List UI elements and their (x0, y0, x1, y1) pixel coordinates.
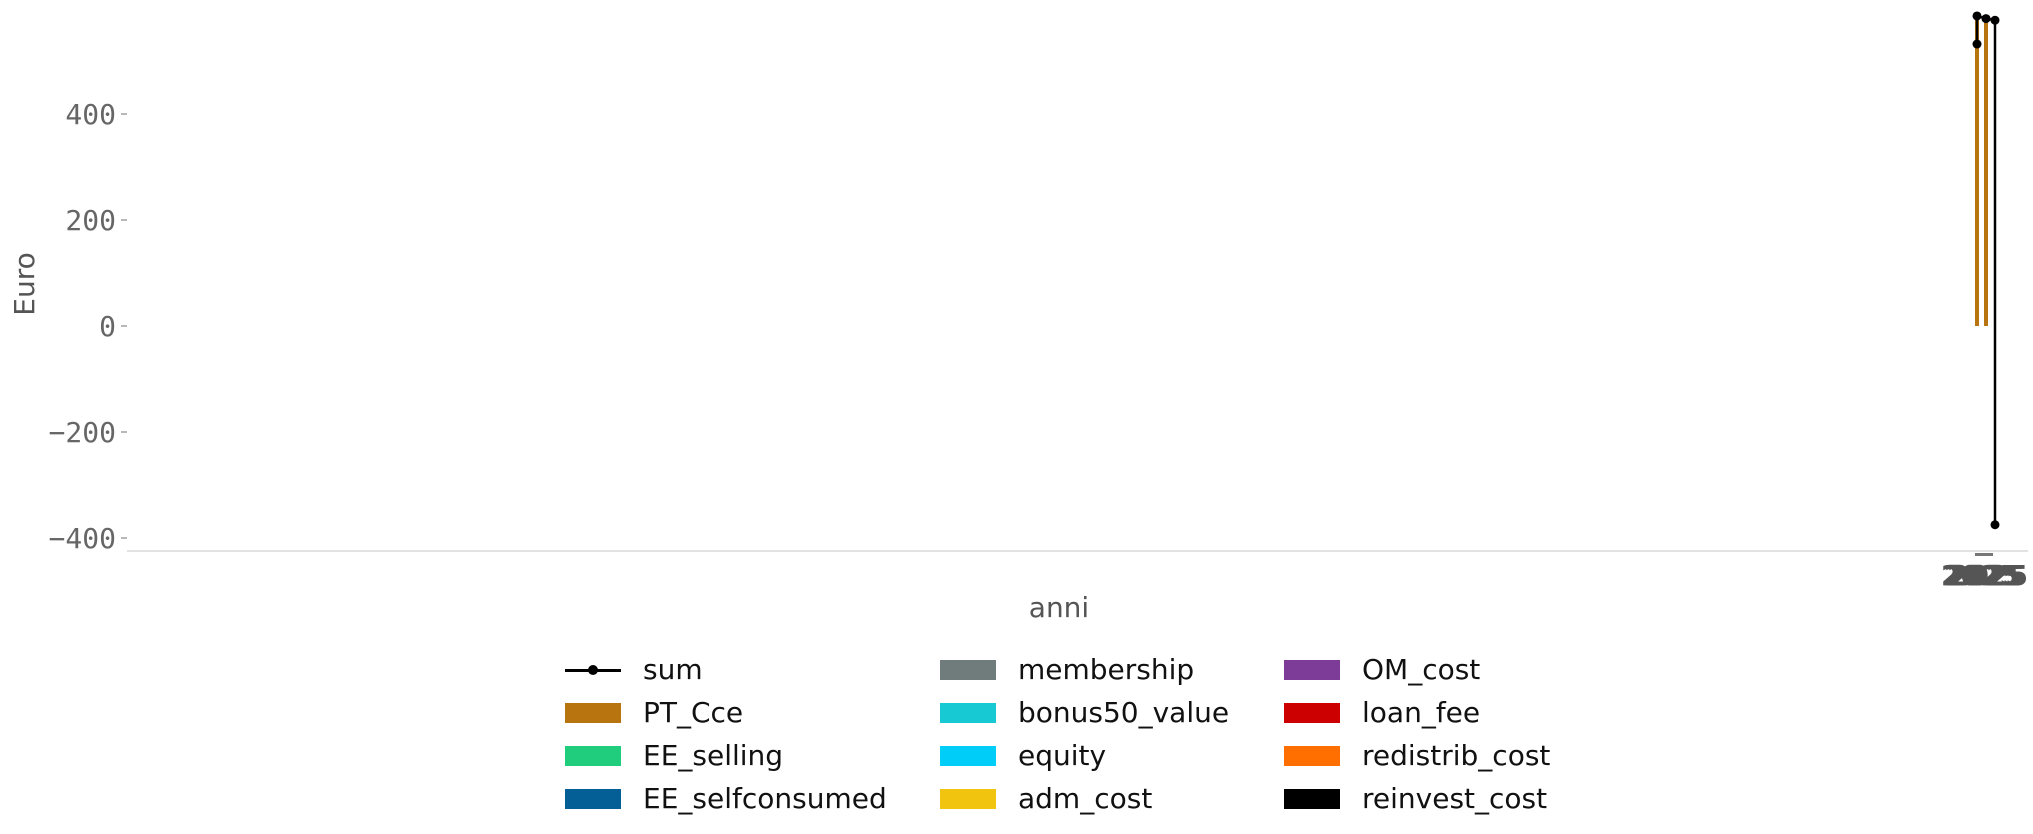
legend-item: EE_selfconsumed (565, 781, 940, 816)
y-tick-label: 0 (99, 310, 116, 343)
legend-label: bonus50_value (1018, 696, 1230, 729)
x-tick-mark (1975, 553, 1993, 556)
legend-color-swatch (1284, 788, 1340, 809)
legend-label: loan_fee (1362, 696, 1481, 729)
x-tick-label: 2025 (1941, 559, 2019, 592)
legend-item: bonus50_value (940, 695, 1284, 730)
legend-color-swatch (565, 745, 621, 766)
legend-color-swatch (1284, 702, 1340, 723)
legend-color-swatch (940, 659, 996, 680)
legend-color-swatch (1284, 659, 1340, 680)
legend-item: EE_selling (565, 738, 940, 773)
legend-color-swatch (1284, 745, 1340, 766)
legend-item: OM_cost (1284, 652, 1584, 687)
y-tick-label: 200 (65, 204, 116, 237)
sum-point (1972, 39, 1982, 49)
y-tick-label: −400 (49, 522, 116, 555)
y-axis-label: Euro (8, 252, 41, 315)
legend-label: sum (643, 653, 703, 686)
sum-point (1972, 11, 1982, 21)
legend-item: reinvest_cost (1284, 781, 1584, 816)
legend-label: PT_Cce (643, 696, 744, 729)
legend-item: loan_fee (1284, 695, 1584, 730)
legend-label: EE_selling (643, 739, 784, 772)
legend-item: PT_Cce (565, 695, 940, 730)
legend-label: membership (1018, 653, 1195, 686)
legend-label: redistrib_cost (1362, 739, 1551, 772)
bar (1984, 21, 1988, 326)
legend-color-swatch (940, 788, 996, 809)
legend-color-swatch (565, 702, 621, 723)
legend-label: equity (1018, 739, 1107, 772)
sum-point (1990, 520, 2000, 530)
legend-item: sum (565, 652, 940, 687)
legend-item: redistrib_cost (1284, 738, 1584, 773)
sum-point (1990, 15, 2000, 25)
y-axis: 400 200 0 −200 −400 (49, 98, 127, 555)
x-tick-label: 2025 (1950, 559, 2028, 592)
bar (1975, 18, 1979, 326)
y-tick-label: 400 (65, 98, 116, 131)
legend-item: membership (940, 652, 1284, 687)
legend-item: adm_cost (940, 781, 1284, 816)
legend-color-swatch (565, 788, 621, 809)
legend-color-swatch (940, 745, 996, 766)
x-tick-label: 2025 (1947, 559, 2025, 592)
legend-line-swatch (565, 660, 621, 680)
legend-label: reinvest_cost (1362, 782, 1548, 815)
legend-item: equity (940, 738, 1284, 773)
sum-line-series (1972, 11, 2000, 530)
x-axis-label: anni (1029, 591, 1089, 624)
y-tick-label: −200 (49, 416, 116, 449)
sum-point (1981, 14, 1991, 24)
legend-label: adm_cost (1018, 782, 1153, 815)
bar-series (1975, 18, 1988, 326)
x-tick-label: 2025 (1944, 559, 2022, 592)
legend-label: EE_selfconsumed (643, 782, 887, 815)
legend-label: OM_cost (1362, 653, 1481, 686)
legend-color-swatch (940, 702, 996, 723)
